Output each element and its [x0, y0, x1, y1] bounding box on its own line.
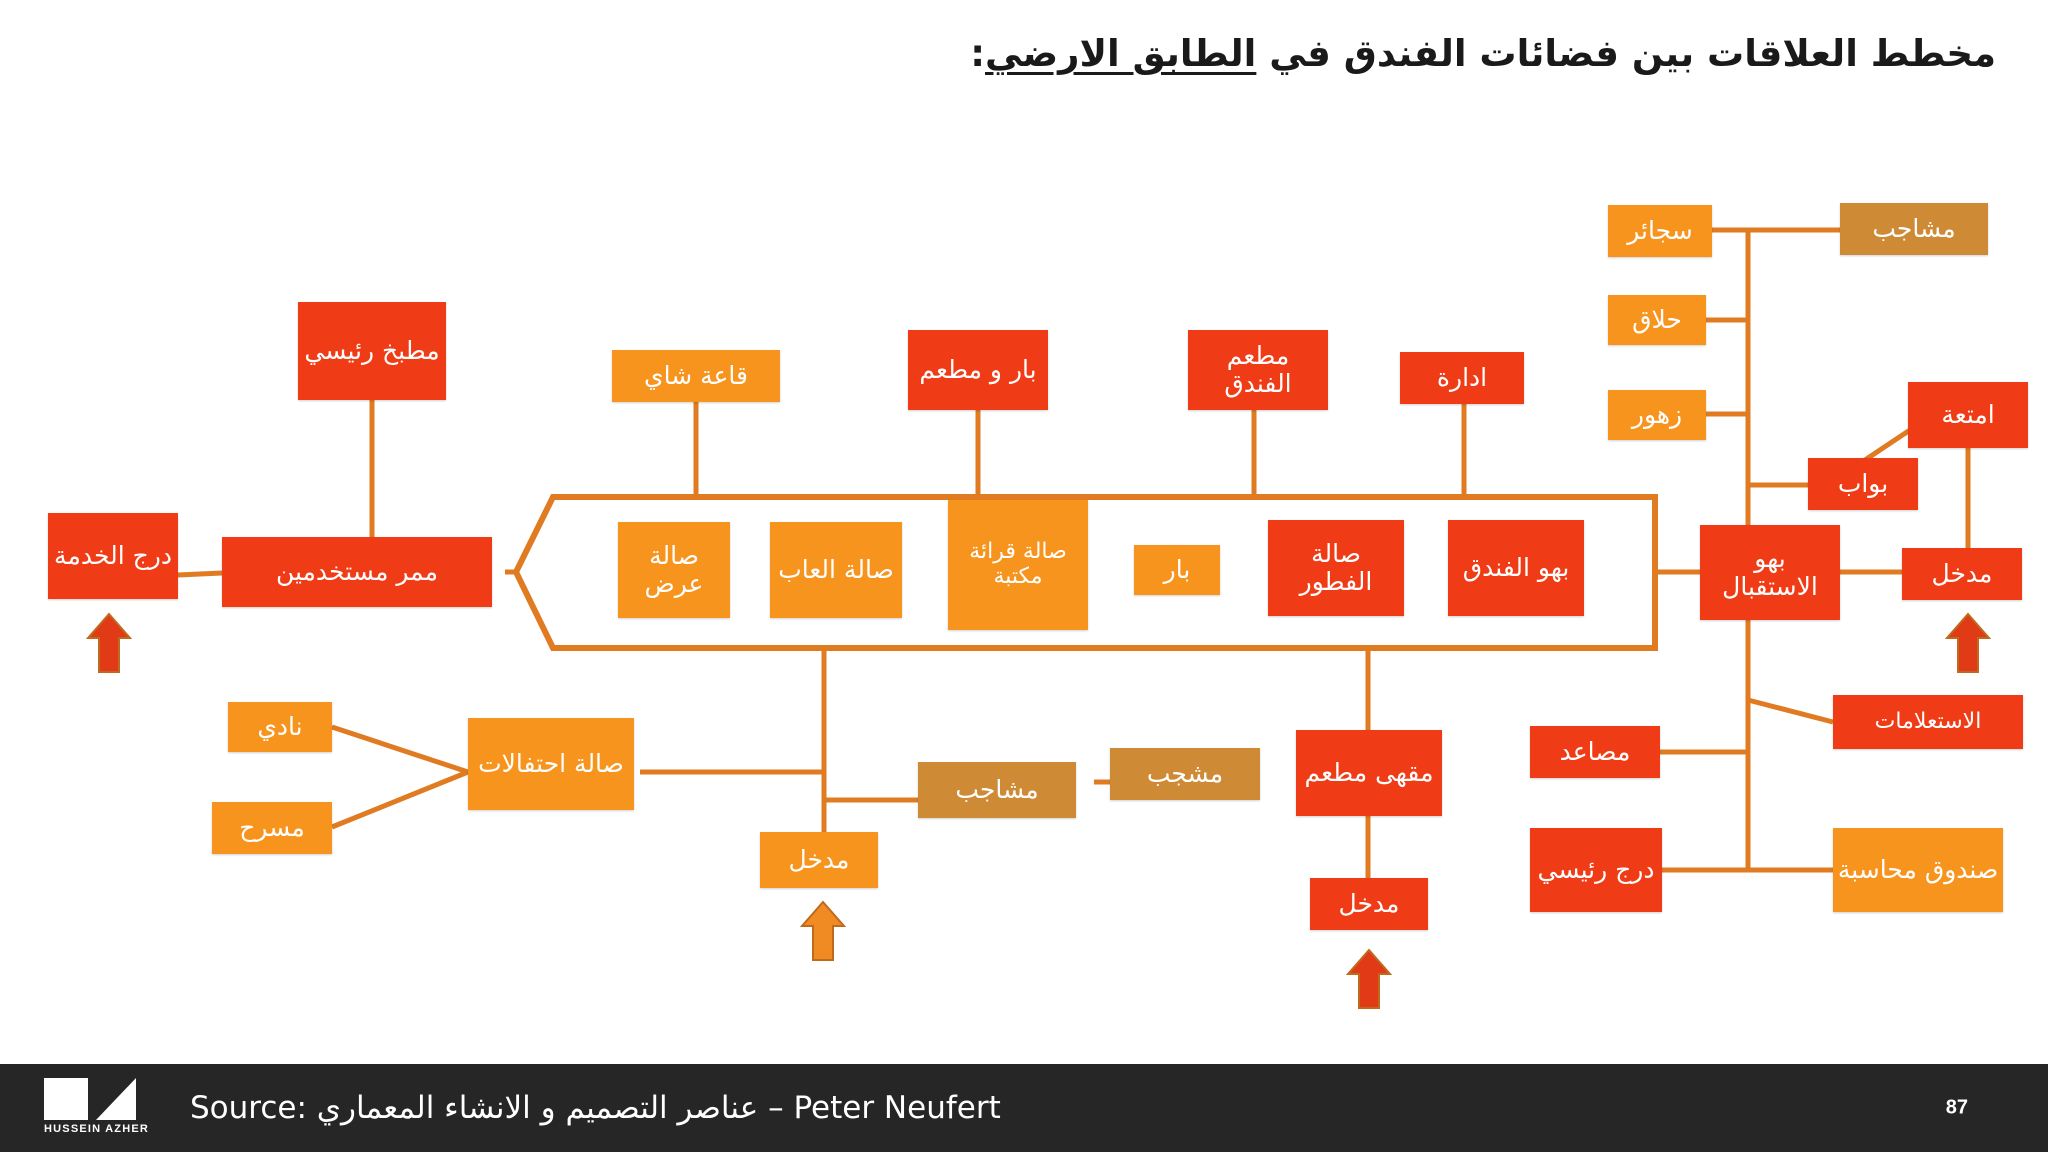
node-bar[interactable]: بار [1134, 545, 1220, 595]
node-sunduq-muhasaba[interactable]: صندوق محاسبة [1833, 828, 2003, 912]
node-mashajib-center[interactable]: مشاجب [918, 762, 1076, 818]
entrance-arrow-icon-right [1944, 612, 1992, 673]
node-istialamat[interactable]: الاستعلامات [1833, 695, 2023, 749]
wire-salat-ihtifalat [640, 648, 827, 775]
logo-name: HUSSEIN AZHER [44, 1123, 150, 1135]
footer-bar: HUSSEIN AZHER Source: عناصر التصميم و ال… [0, 1064, 2048, 1152]
title-underlined: الطابق الارضي [985, 32, 1257, 75]
node-bahw-istiqbal[interactable]: بهو الاستقبال [1700, 525, 1840, 620]
source-credit: Source: عناصر التصميم و الانشاء المعماري… [190, 1090, 1001, 1126]
wire-daraj-khidma [177, 570, 223, 578]
node-salat-ihtifalat[interactable]: صالة احتفالات [468, 718, 634, 810]
logo-square-icon [44, 1078, 88, 1120]
node-mataam-funduq[interactable]: مطعم الفندق [1188, 330, 1328, 410]
title-prefix: مخطط العلاقات بين فضائات الفندق في [1256, 32, 1996, 75]
node-maqha-mataam[interactable]: مقهى مطعم [1296, 730, 1442, 816]
logo-mark-icon [44, 1078, 152, 1120]
node-mashajib-top[interactable]: مشاجب [1840, 203, 1988, 255]
node-nadi[interactable]: نادي [228, 702, 332, 752]
wire-istialamat [1747, 697, 1834, 725]
node-salat-alaab[interactable]: صالة العاب [770, 522, 902, 618]
node-madkhal-center[interactable]: مدخل [760, 832, 878, 888]
node-zuhoor[interactable]: زهور [1608, 390, 1706, 440]
node-amtiaa[interactable]: امتعة [1908, 382, 2028, 448]
node-hallaq[interactable]: حلاق [1608, 295, 1706, 345]
node-mamar-mustakhdimin[interactable]: ممر مستخدمين [222, 537, 492, 607]
node-madkhal-right[interactable]: مدخل [1902, 548, 2022, 600]
node-mashjab[interactable]: مشجب [1110, 748, 1260, 800]
wire-masrah [331, 769, 469, 830]
node-bahw-funduq[interactable]: بهو الفندق [1448, 520, 1584, 616]
node-sajair[interactable]: سجائر [1608, 205, 1712, 257]
node-salat-futoor[interactable]: صالة الفطور [1268, 520, 1404, 616]
wire-nadi [331, 724, 469, 775]
node-daraj-raisi[interactable]: درج رئيسي [1530, 828, 1662, 912]
page-title: مخطط العلاقات بين فضائات الفندق في الطاب… [970, 32, 1996, 75]
node-bar-wa-mataam[interactable]: بار و مطعم [908, 330, 1048, 410]
entrance-arrow-icon-bottom [1345, 948, 1393, 1009]
node-salat-qiraa-maktaba[interactable]: صالة قرائة مكتبة [948, 500, 1088, 630]
node-daraj-khidma[interactable]: درج الخدمة [48, 513, 178, 599]
title-suffix: : [970, 32, 985, 75]
entrance-arrow-icon-center [799, 900, 847, 961]
node-masaid[interactable]: مصاعد [1530, 726, 1660, 778]
node-salat-ard[interactable]: صالة عرض [618, 522, 730, 618]
entrance-arrow-icon-service [85, 612, 133, 673]
node-qaat-shay[interactable]: قاعة شاي [612, 350, 780, 402]
brand-logo: HUSSEIN AZHER [44, 1078, 152, 1138]
node-madkhal-bottom[interactable]: مدخل [1310, 878, 1428, 930]
node-idara[interactable]: ادارة [1400, 352, 1524, 404]
node-masrah[interactable]: مسرح [212, 802, 332, 854]
node-bawab[interactable]: بواب [1808, 458, 1918, 510]
logo-triangle-icon [96, 1078, 136, 1120]
page-number: 87 [1945, 1096, 1968, 1119]
node-matbakh-raisi[interactable]: مطبخ رئيسي [298, 302, 446, 400]
